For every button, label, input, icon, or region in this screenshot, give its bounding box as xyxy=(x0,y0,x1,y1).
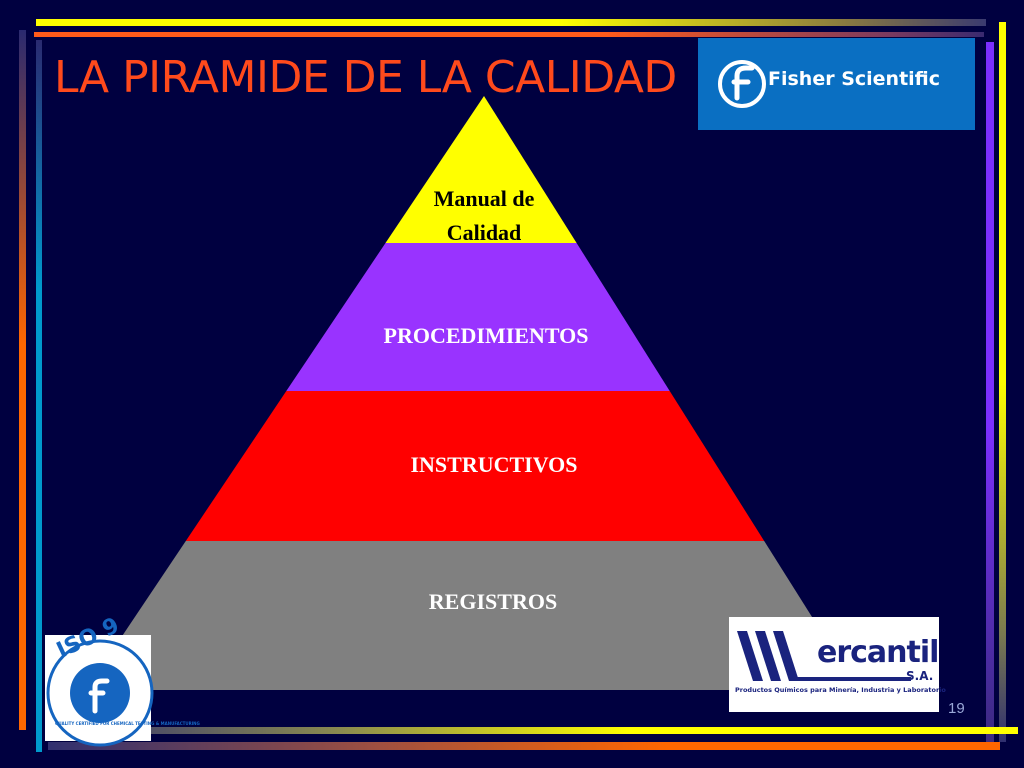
pyramid-level-manual xyxy=(385,96,577,243)
pyramid-level-procedimientos xyxy=(286,243,670,391)
mercantil-m-icon xyxy=(737,631,911,681)
fisher-scientific-logo: Fisher Scientific xyxy=(698,38,975,130)
fisher-f-icon xyxy=(718,60,766,108)
mercantil-logo-tagline: Productos Químicos para Minería, Industr… xyxy=(735,686,946,694)
slide-title: LA PIRAMIDE DE LA CALIDAD xyxy=(54,52,677,103)
pyramid-level-instructivos xyxy=(185,391,765,541)
mercantil-logo: ercantil S.A. Productos Químicos para Mi… xyxy=(729,617,946,712)
pyramid-level-registros xyxy=(86,541,858,690)
top-yellow-bar xyxy=(36,19,986,26)
right-yellow-bar xyxy=(999,22,1006,742)
right-purple-bar xyxy=(986,42,994,742)
pyramid-label-registros: REGISTROS xyxy=(429,589,557,614)
slide-page-number: 19 xyxy=(948,700,965,717)
iso-ring-text: QUALITY CERTIFIED FOR CHEMICAL TESTING &… xyxy=(55,721,200,726)
fisher-logo-text: Fisher Scientific xyxy=(768,68,941,90)
pyramid-label-procedimientos: PROCEDIMIENTOS xyxy=(384,323,589,348)
pyramid-label-instructivos: INSTRUCTIVOS xyxy=(410,452,577,477)
left-orange-bar xyxy=(19,30,26,730)
pyramid-label-manual-line1: Manual de xyxy=(434,186,535,211)
left-blue-bar xyxy=(36,40,42,752)
iso-seal-icon xyxy=(46,639,154,747)
bottom-orange-bar xyxy=(48,742,1000,750)
bottom-yellow-bar xyxy=(48,727,1018,734)
mercantil-logo-word: ercantil xyxy=(817,635,939,670)
mercantil-logo-suffix: S.A. xyxy=(906,669,934,683)
top-orange-bar xyxy=(34,32,984,37)
iso-certification-logo: ISO 9 QUALITY CERTIFIED FOR CHEMICAL TES… xyxy=(45,613,200,747)
pyramid-label-manual-line2: Calidad xyxy=(447,220,522,245)
